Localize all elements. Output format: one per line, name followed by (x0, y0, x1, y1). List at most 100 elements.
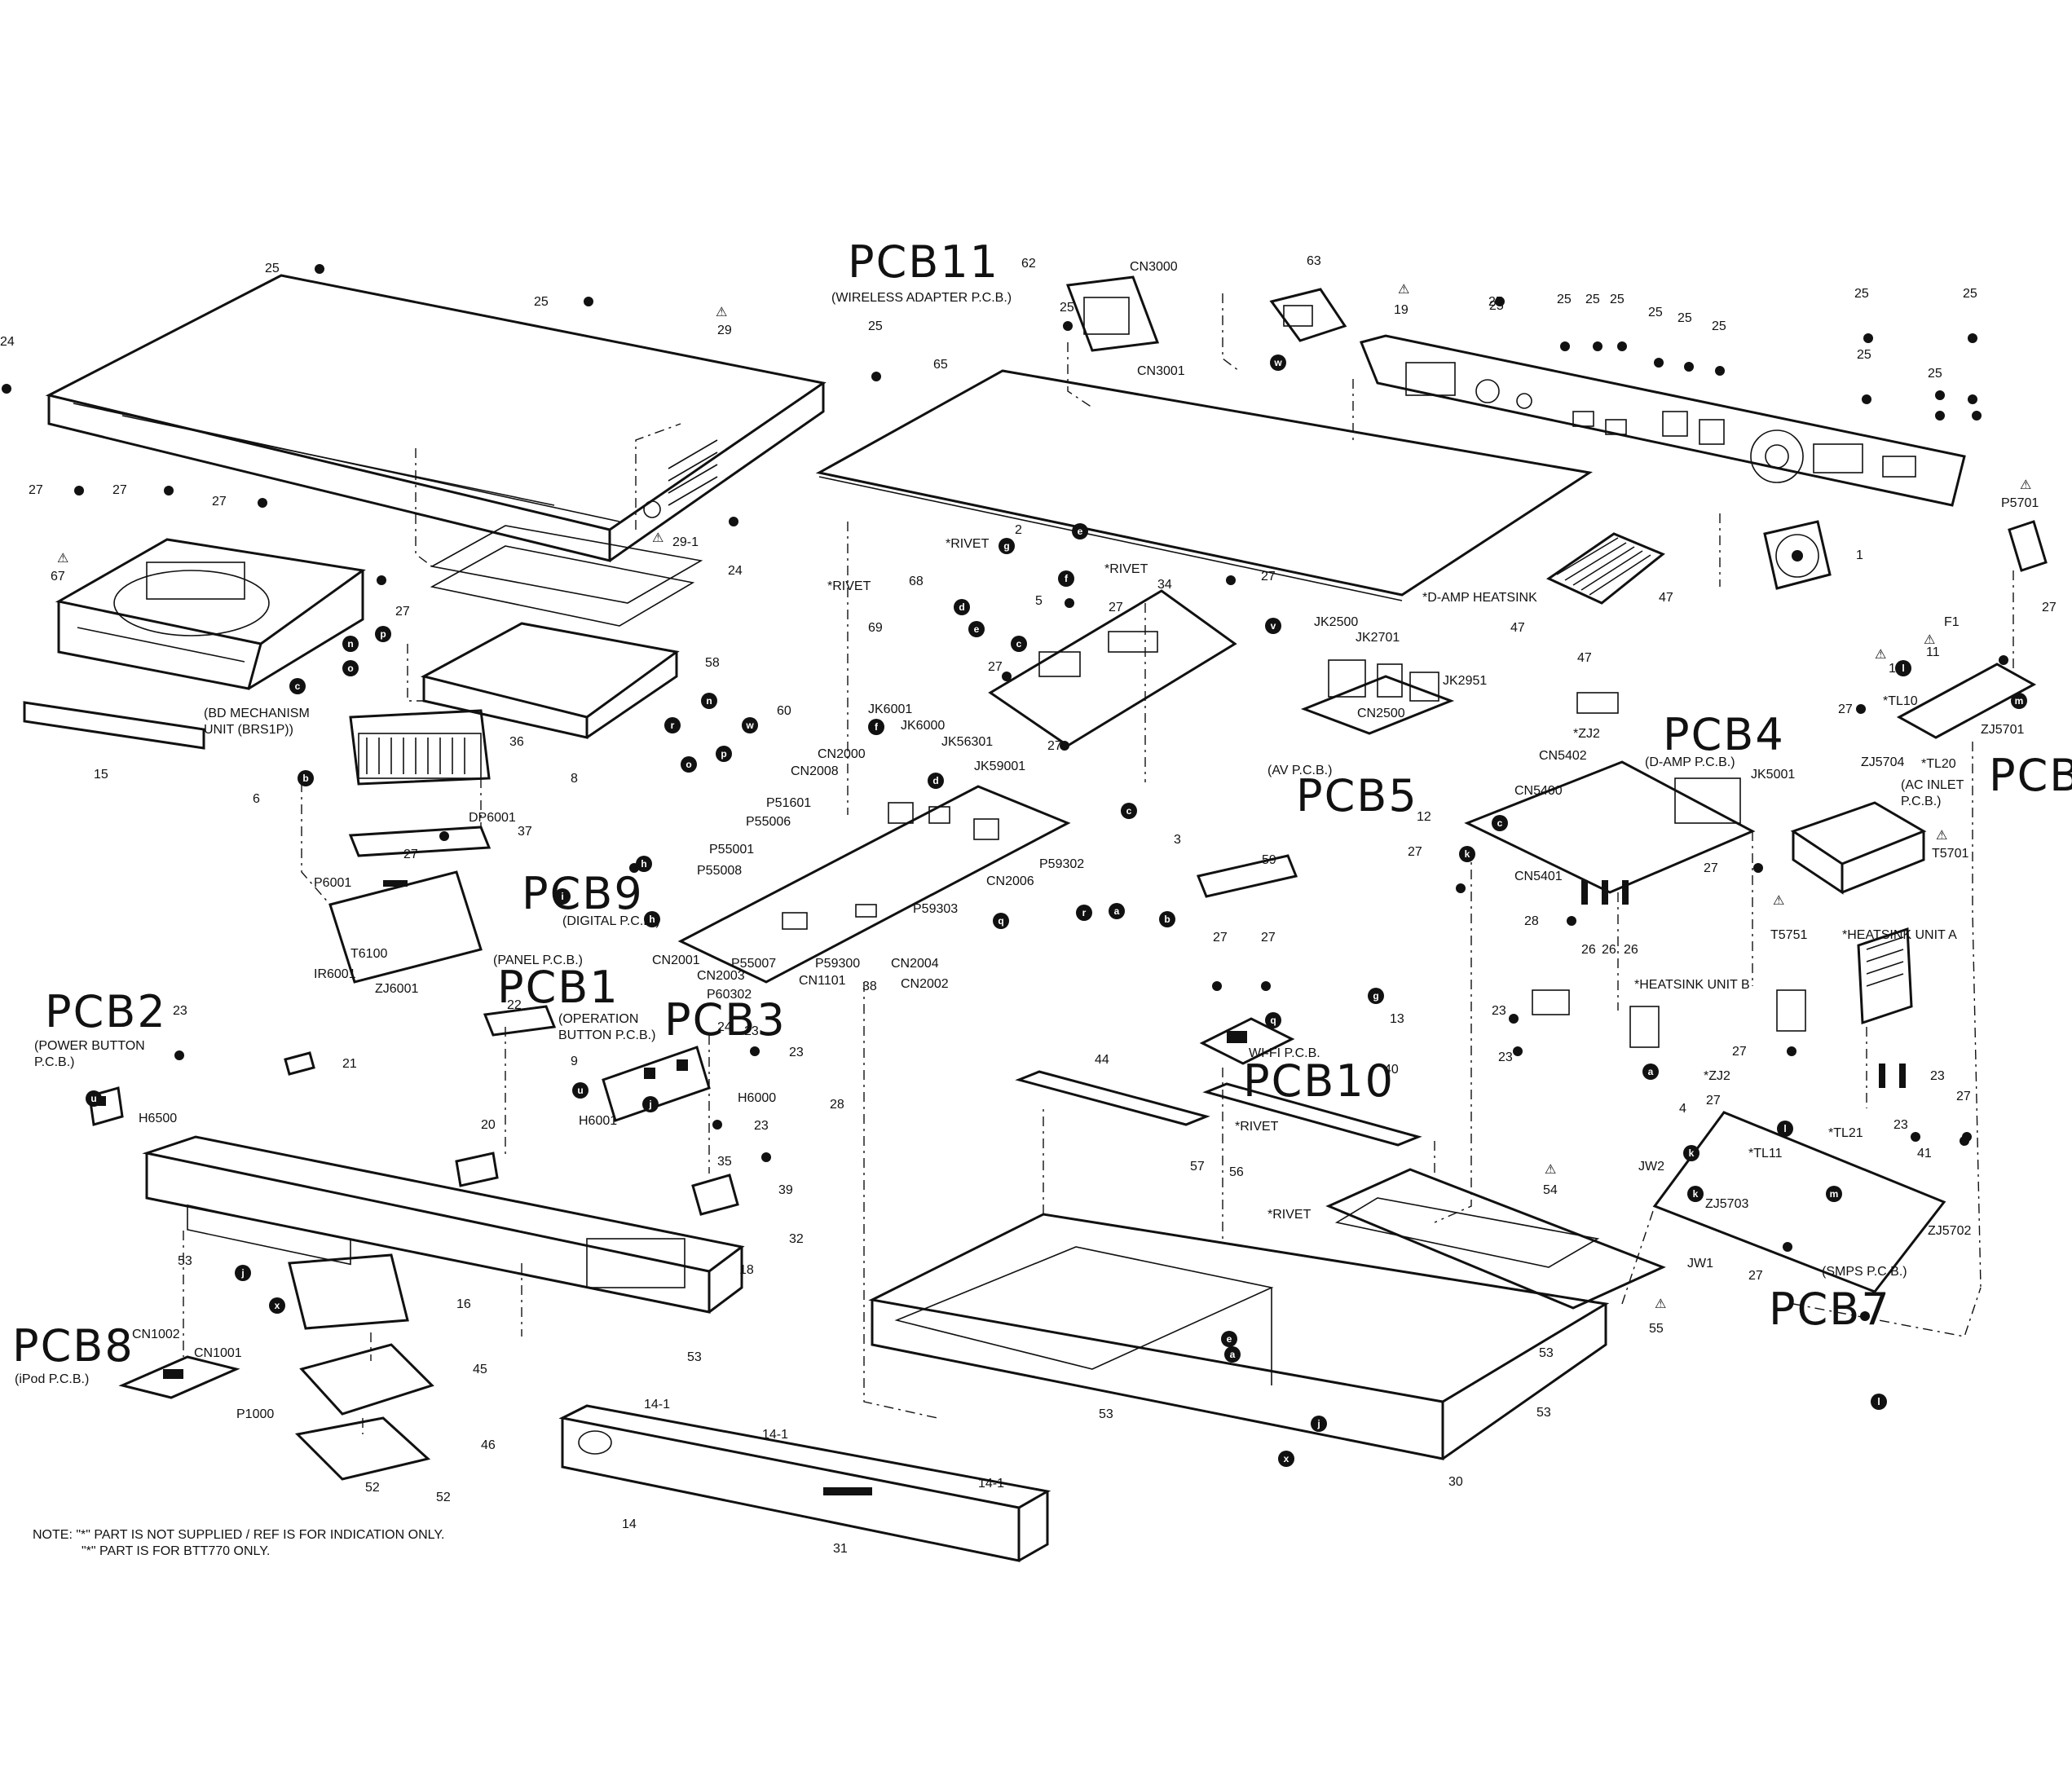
callout-circle (269, 1297, 285, 1314)
label-ipod: (iPod P.C.B.) (15, 1372, 89, 1386)
callout-letter: o (686, 759, 691, 770)
label-heatsink-b: *HEATSINK UNIT B (1634, 978, 1750, 992)
part-label: 26 (1624, 943, 1638, 957)
part-label: 23 (754, 1119, 769, 1133)
callout-letter: q (1270, 1015, 1276, 1026)
warning-icon: ⚠ (1924, 633, 1935, 647)
callout-letter: g (1003, 540, 1009, 552)
bottom-chassis-30 (868, 1197, 1610, 1460)
part-label: 62 (1021, 257, 1036, 271)
part-label: 16 (456, 1297, 471, 1311)
callout-letter: p (380, 628, 386, 640)
label-operation-2: BUTTON P.C.B.) (558, 1028, 655, 1042)
callout-c33: a (1642, 1064, 1659, 1080)
label-operation-1: (OPERATION (558, 1012, 638, 1026)
callout-circle (1072, 523, 1088, 539)
callout-circle (742, 717, 758, 733)
label-heatsink-a: *HEATSINK UNIT A (1842, 928, 1957, 942)
callout-c28: v (1265, 618, 1281, 634)
part-label: 23 (173, 1004, 187, 1018)
callout-circle (86, 1090, 102, 1107)
part-label: 27 (2042, 601, 2057, 614)
callout-c36: j (642, 1096, 659, 1112)
callout-c45: a (1224, 1346, 1241, 1363)
callout-circle (1159, 911, 1175, 927)
part-label: CN1001 (194, 1346, 242, 1360)
part-label: CN5401 (1514, 870, 1563, 883)
part-label: 37 (518, 825, 532, 839)
part-label: *TL21 (1828, 1126, 1863, 1140)
callout-letter: a (1114, 905, 1120, 917)
front-panel-18 (142, 1135, 745, 1314)
part-label: P55001 (709, 843, 754, 857)
callout-c13: p (716, 746, 732, 762)
part-label: 27 (403, 848, 418, 861)
part-label: CN2002 (901, 977, 949, 991)
callout-letter: o (347, 663, 353, 674)
callout-c11: w (742, 717, 758, 733)
callout-letter: k (1689, 1147, 1695, 1159)
callout-letter: l (1902, 663, 1904, 674)
part-label: 3 (1174, 833, 1181, 847)
handwritten-pcb2: PCB2 (45, 986, 167, 1037)
part-label: 46 (481, 1438, 496, 1452)
part-label: 4 (1679, 1102, 1686, 1116)
part-label: 25 (1557, 293, 1572, 306)
part-label: 67 (51, 570, 65, 584)
handwritten-pcb4: PCB4 (1663, 709, 1785, 760)
part-label: 25 (1488, 295, 1503, 309)
part-label: P55007 (731, 957, 776, 971)
part-label: CN2003 (697, 969, 745, 983)
callout-letter: d (959, 601, 964, 613)
handwritten-pcb3: PCB3 (664, 994, 787, 1046)
warning-icon: ⚠ (1936, 829, 1947, 843)
part-label: 68 (909, 575, 924, 588)
callout-c24: d (954, 599, 970, 615)
part-number-labels: 25 25 29 25 24 27 27 27 67 27 29-1 24 15… (0, 254, 2057, 1556)
part-label: 14 (622, 1517, 637, 1531)
label-smps: (SMPS P.C.B.) (1822, 1265, 1907, 1279)
av-board (1300, 659, 1455, 735)
part-label: 24 (0, 335, 15, 349)
part-label: T5701 (1932, 847, 1968, 861)
part-label: ZJ6001 (375, 982, 418, 996)
part-label: 1 (1856, 548, 1863, 562)
callout-c47: x (269, 1297, 285, 1314)
part-label: 25 (1854, 287, 1869, 301)
callout-letter: x (1284, 1453, 1289, 1464)
handwritten-pcb11: PCB11 (848, 236, 999, 288)
part-label: 5 (1035, 594, 1043, 608)
callout-circle (1459, 846, 1475, 862)
callout-c37: j (235, 1265, 251, 1281)
part-label: 25 (1060, 301, 1074, 315)
callout-letter: h (641, 858, 646, 870)
part-20-bracket (455, 1152, 499, 1187)
callout-c18: a (1109, 903, 1125, 919)
callout-letter: k (1693, 1188, 1699, 1200)
part-label: 36 (509, 735, 524, 749)
part-label: 27 (1047, 739, 1062, 753)
callout-c20: c (1121, 803, 1137, 819)
part-label: 25 (1610, 293, 1625, 306)
part-label: 55 (1649, 1322, 1664, 1336)
callout-circle (1687, 1186, 1704, 1202)
callout-c21: g (999, 538, 1015, 554)
callout-circle (1221, 1331, 1237, 1347)
part-label: 27 (1109, 601, 1123, 614)
callout-letter: a (1648, 1066, 1654, 1077)
part-label: 31 (833, 1542, 848, 1556)
part-label: ZJ5702 (1928, 1224, 1971, 1238)
rear-panel-19 (1359, 334, 1966, 507)
callout-letter: c (1126, 805, 1132, 817)
callout-letter: f (875, 721, 879, 733)
part-label: 24 (717, 1020, 732, 1034)
callout-c39: m (2011, 693, 2027, 709)
callout-circle (1492, 815, 1508, 831)
callout-letter: e (1078, 526, 1083, 537)
part-label: 23 (1930, 1069, 1945, 1083)
part-label: P51601 (766, 796, 811, 810)
callout-letter: n (347, 638, 353, 650)
part-label: CN5402 (1539, 749, 1587, 763)
part-label: 38 (862, 980, 877, 993)
callout-c31: k (1459, 846, 1475, 862)
